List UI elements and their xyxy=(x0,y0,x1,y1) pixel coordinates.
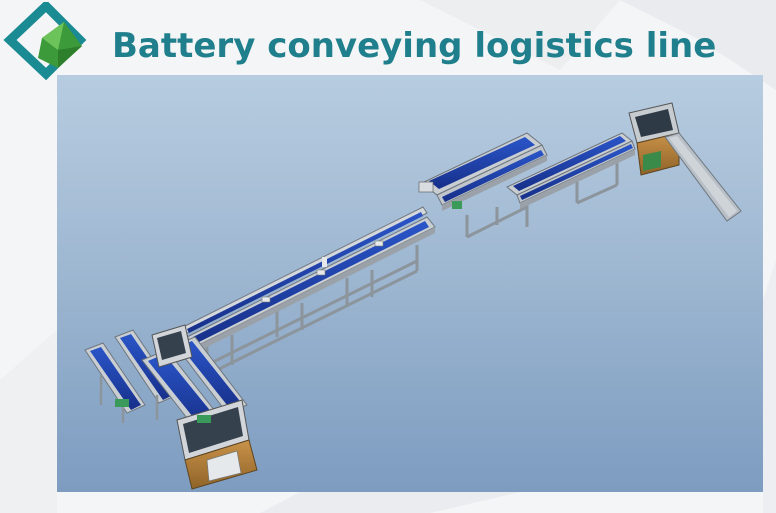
top-right-station xyxy=(628,102,742,222)
main-conveyor xyxy=(182,206,436,353)
conveyor-line-render xyxy=(57,75,763,492)
diamond-leaf-logo-icon xyxy=(3,2,87,81)
lower-left-sorting-area xyxy=(84,324,258,490)
upper-right-conveyor xyxy=(506,132,636,209)
transfer-section xyxy=(418,132,548,239)
page-title: Battery conveying logistics line xyxy=(112,26,717,66)
main-conveyor-supports xyxy=(205,245,419,377)
